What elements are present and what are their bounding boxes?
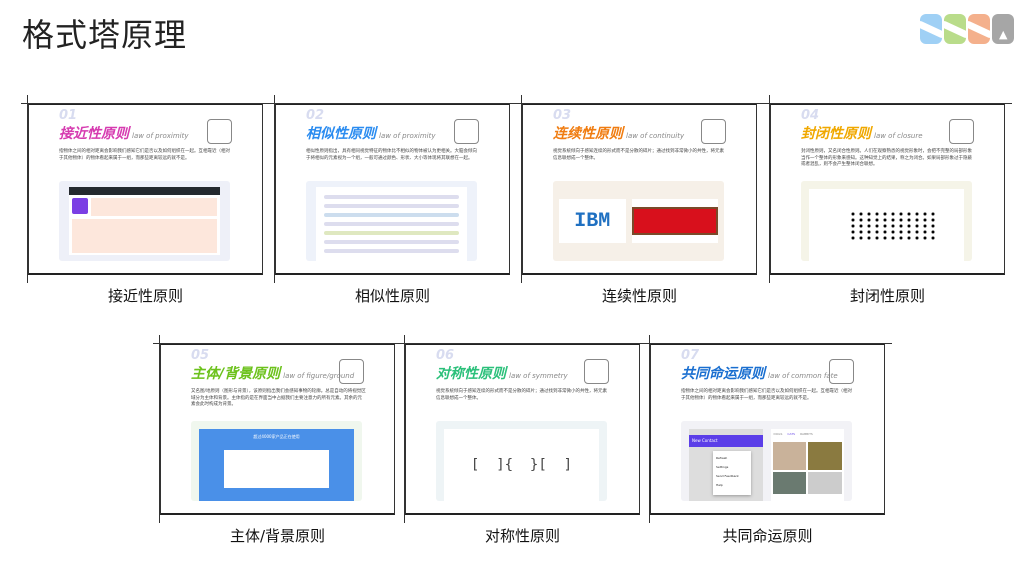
tab[interactable]: RABBITS: [800, 432, 813, 436]
menu-item[interactable]: Help: [716, 483, 723, 487]
card-description: 封闭性原则，又名闭合性原则。人们在观察熟悉的视觉形象时，会把不完整的局部形象当作…: [801, 149, 972, 167]
checkbox[interactable]: [701, 119, 726, 144]
card-description: 指物体之间的相对距离会影响我们感知它们是否以及如何组织在一起。互相靠近（相对于其…: [59, 149, 230, 161]
logo-block: [944, 14, 966, 44]
card-label: 共同命运原则: [722, 527, 813, 545]
card-title-text: 连续性原则: [553, 126, 623, 142]
card-subtitle: law of proximity: [132, 132, 189, 140]
card-title-text: 对称性原则: [436, 366, 506, 382]
card-description: 又名图/地原则（图形与背景），该原则指出我们会感知事物的轮廓。总是自动的将视觉区…: [191, 389, 366, 407]
card-title-text: 封闭性原则: [801, 126, 871, 142]
checkbox[interactable]: [829, 359, 854, 384]
tab[interactable]: DOGS: [773, 432, 783, 436]
example-image: [ ]{ }[ ]: [436, 421, 607, 501]
card-description: 指物体之间的相对距离会影响我们感知它们是否以及如何组织在一起。互相靠近（相对于其…: [681, 389, 852, 401]
card-number: 01: [59, 108, 78, 123]
menu-item[interactable]: Settings: [716, 465, 729, 469]
example-image: IBM: [553, 181, 724, 261]
logo-block: [920, 14, 942, 44]
card-subtitle: law of figure/ground: [283, 372, 355, 380]
menu-item[interactable]: Refresh: [716, 456, 728, 460]
card-number: 04: [801, 108, 820, 123]
card-subtitle: law of proximity: [379, 132, 436, 140]
card-number: 05: [191, 348, 210, 363]
card-description: 视觉系统倾向于感知连续的形式而不是分散的碎片；通过找到非常微小的共性，将元素信息…: [436, 389, 607, 401]
closure-map: [809, 189, 964, 261]
card-number: 07: [681, 348, 700, 363]
app-bar-title: New Contact: [689, 435, 763, 447]
tree-icon: ▲: [999, 28, 1008, 41]
card-subtitle: law of closure: [874, 132, 923, 140]
card-description: 相似性原则指出，具有相同视觉特征的物体比不相似的物体被认为更相关。大脑会倾向于将…: [306, 149, 477, 161]
example-image: 超过4000家产品正在使用: [191, 421, 362, 501]
card-label: 主体/背景原则: [229, 527, 326, 545]
card-number: 03: [553, 108, 572, 123]
card-subtitle: law of continuity: [626, 132, 685, 140]
card-title-text: 主体/背景原则: [191, 366, 281, 382]
card-description: 视觉系统倾向于感知连续的形式而不是分散的碎片；通过找到非常微小的共性，将元素信息…: [553, 149, 724, 161]
menu-item[interactable]: Send Feedback: [716, 474, 739, 478]
tab-bar: DOGS CATS RABBITS: [771, 429, 845, 440]
example-image: [306, 181, 477, 261]
checkbox[interactable]: [454, 119, 479, 144]
logo-block: ▲: [992, 14, 1014, 44]
card-number: 02: [306, 108, 325, 123]
example-image: [801, 181, 972, 261]
card-label: 接近性原则: [107, 287, 183, 305]
banner-title: 超过4000家产品正在使用: [253, 434, 300, 439]
checkbox[interactable]: [584, 359, 609, 384]
checkbox[interactable]: [339, 359, 364, 384]
ibm-logo: IBM: [559, 199, 626, 243]
tab[interactable]: CATS: [787, 432, 796, 436]
card-number: 06: [436, 348, 455, 363]
card-title-text: 相似性原则: [306, 126, 376, 142]
symmetry-brackets: [ ]{ }[ ]: [444, 429, 599, 501]
card-label: 连续性原则: [601, 287, 677, 305]
card-label: 封闭性原则: [849, 287, 925, 305]
card-title-text: 接近性原则: [59, 126, 129, 142]
card-label: 对称性原则: [484, 527, 560, 545]
logo: ▲: [920, 14, 1014, 44]
card-subtitle: law of symmetry: [509, 372, 568, 380]
card-subtitle: law of common fate: [768, 372, 838, 380]
page-title: 格式塔原理: [22, 16, 188, 54]
example-image: [59, 181, 230, 261]
logo-block: [968, 14, 990, 44]
checkbox[interactable]: [207, 119, 232, 144]
card-title-text: 共同命运原则: [681, 366, 765, 382]
card-label: 相似性原则: [354, 287, 430, 305]
checkbox[interactable]: [949, 119, 974, 144]
